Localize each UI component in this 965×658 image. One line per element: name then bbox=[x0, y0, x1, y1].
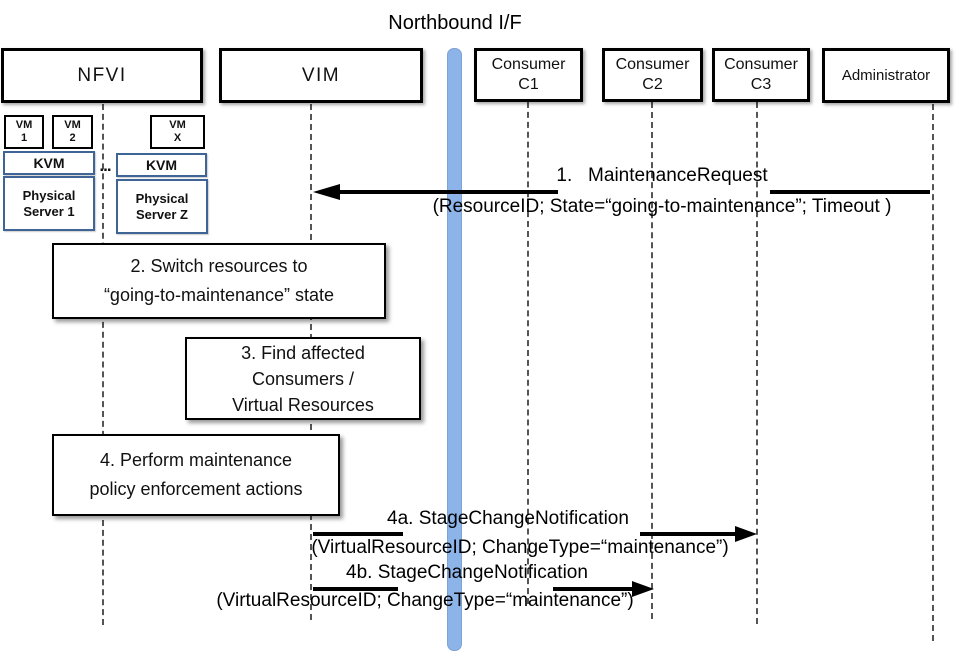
actor-box-administrator: Administrator bbox=[822, 48, 950, 103]
lifeline-consumer-c3 bbox=[756, 102, 758, 624]
vm-box-x: VM X bbox=[150, 115, 205, 149]
diagram-title: Northbound I/F bbox=[388, 12, 522, 34]
message-1-line-left bbox=[340, 190, 558, 194]
message-4b-line-left bbox=[313, 587, 398, 591]
vm-box-1: VM 1 bbox=[4, 115, 44, 149]
vm2-label: VM bbox=[64, 119, 81, 131]
vm1-label: VM bbox=[15, 119, 33, 131]
message-4a-label: 4a. StageChangeNotification bbox=[387, 508, 629, 529]
message-4b-line-right bbox=[553, 587, 632, 591]
message-4a-line-right bbox=[640, 532, 735, 536]
message-4a-params: (VirtualResourceID; ChangeType=“maintena… bbox=[311, 537, 729, 558]
activity-box-2: 2. Switch resources to “going-to-mainten… bbox=[52, 243, 386, 319]
actor-box-consumer-c2: Consumer C2 bbox=[602, 48, 703, 102]
message-4b-arrowhead bbox=[632, 581, 654, 597]
lifeline-consumer-c2 bbox=[651, 102, 653, 619]
vm2-number: 2 bbox=[69, 132, 76, 144]
message-4a-arrowhead bbox=[735, 526, 757, 542]
physical-server-box-1: Physical Server 1 bbox=[3, 176, 95, 231]
lifeline-nfvi bbox=[102, 104, 104, 625]
lifeline-administrator bbox=[932, 104, 934, 641]
message-4b-label: 4b. StageChangeNotification bbox=[346, 562, 588, 583]
actor-label-c2: C2 bbox=[642, 76, 663, 93]
vmx-number: X bbox=[173, 132, 182, 144]
message-1-line-right bbox=[770, 190, 930, 194]
vmx-label: VM bbox=[169, 119, 186, 131]
kvm-box-right: KVM bbox=[116, 153, 207, 177]
actor-label-nfvi: NFVI bbox=[77, 64, 127, 86]
kvm-left-label: KVM bbox=[33, 155, 65, 171]
actor-box-vim: VIM bbox=[219, 48, 423, 103]
activity-4-line2: policy enforcement actions bbox=[89, 479, 303, 499]
ellipsis: ... bbox=[99, 156, 111, 175]
activity-3-line1: 3. Find affected bbox=[241, 342, 365, 363]
activity-4-line1: 4. Perform maintenance bbox=[99, 450, 293, 470]
vm-box-2: VM 2 bbox=[52, 115, 93, 149]
activity-3-line2: Consumers / bbox=[251, 368, 355, 389]
ps1-label-line1: Physical bbox=[22, 187, 76, 203]
actor-label-vim: VIM bbox=[301, 64, 341, 86]
actor-box-consumer-c1: Consumer C1 bbox=[474, 48, 583, 102]
message-4b-params: (VirtualResourceID; ChangeType=“maintena… bbox=[216, 590, 634, 611]
kvm-right-label: KVM bbox=[145, 157, 178, 173]
kvm-box-left: KVM bbox=[3, 151, 95, 175]
actor-label-consumer: Consumer bbox=[491, 56, 566, 73]
actor-label-c1: C1 bbox=[518, 76, 539, 93]
vm1-number: 1 bbox=[20, 132, 28, 144]
actor-label-consumer: Consumer bbox=[724, 56, 798, 73]
message-1-params: (ResourceID; State=“going-to-maintenance… bbox=[432, 196, 892, 217]
message-4a-line-left bbox=[313, 532, 403, 536]
activity-3-line3: Virtual Resources bbox=[232, 394, 374, 415]
actor-label-administrator: Administrator bbox=[841, 67, 931, 84]
activity-box-4: 4. Perform maintenance policy enforcemen… bbox=[52, 434, 340, 516]
message-1-arrowhead bbox=[313, 184, 340, 200]
ps1-label-line2: Server 1 bbox=[23, 203, 75, 219]
activity-box-3: 3. Find affected Consumers / Virtual Res… bbox=[185, 337, 421, 420]
actor-box-consumer-c3: Consumer C3 bbox=[712, 48, 810, 102]
lifeline-consumer-c1 bbox=[527, 102, 529, 604]
activity-2-line1: 2. Switch resources to bbox=[130, 256, 308, 276]
actor-box-nfvi: NFVI bbox=[1, 48, 203, 103]
psz-label-line1: Physical bbox=[135, 190, 189, 206]
message-1-label: 1. MaintenanceRequest bbox=[556, 165, 768, 186]
activity-2-line2: “going-to-maintenance” state bbox=[103, 285, 335, 305]
physical-server-box-z: Physical Server Z bbox=[116, 179, 208, 234]
psz-label-line2: Server Z bbox=[135, 206, 189, 222]
northbound-interface-bar bbox=[447, 48, 462, 651]
actor-label-c3: C3 bbox=[750, 76, 772, 93]
actor-label-consumer: Consumer bbox=[615, 56, 690, 73]
